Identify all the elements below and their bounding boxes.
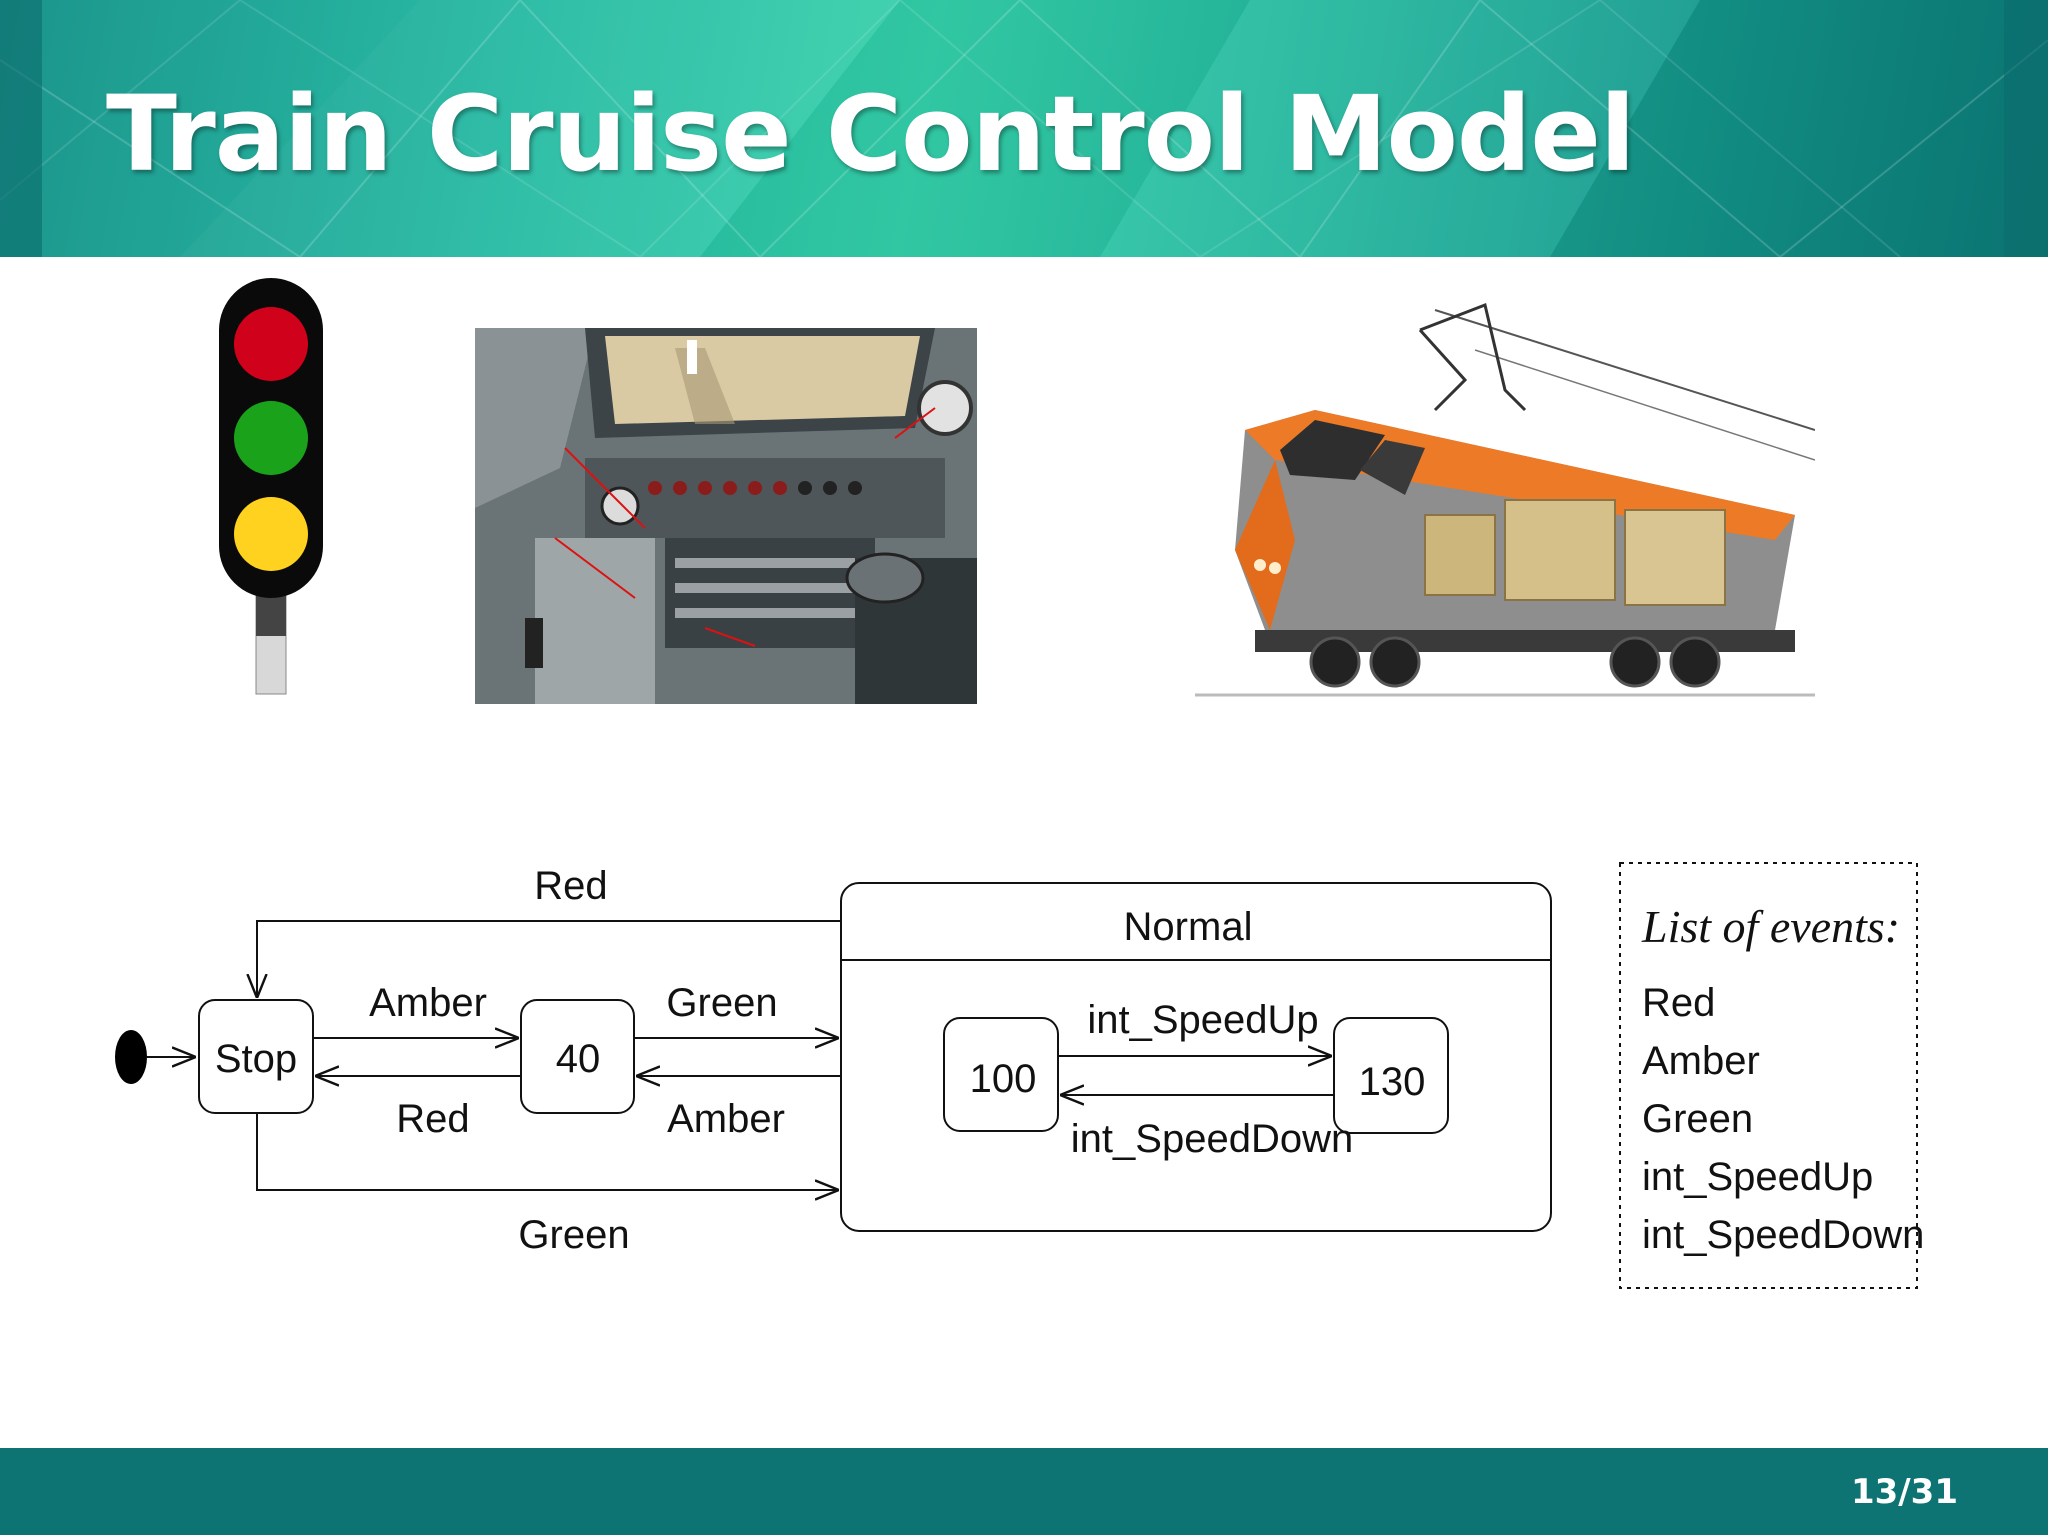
- transition-stop-to-40: Amber: [313, 981, 519, 1038]
- transition-stop-to-normal: Green: [256, 1113, 839, 1257]
- state-100: 100: [943, 1017, 1059, 1132]
- svg-text:Red: Red: [396, 1097, 469, 1141]
- event-item: Red: [1642, 981, 1715, 1025]
- red-light: [234, 307, 308, 381]
- svg-text:Green: Green: [518, 1213, 629, 1257]
- slide-footer: 13/31: [0, 1448, 2048, 1535]
- svg-text:Amber: Amber: [667, 1097, 785, 1141]
- events-list-box: List of events: Red Amber Green int_Spee…: [1619, 862, 1924, 1289]
- svg-text:int_SpeedDown: int_SpeedDown: [1071, 1117, 1353, 1161]
- slide-title: Train Cruise Control Model: [106, 73, 1636, 195]
- svg-text:int_SpeedUp: int_SpeedUp: [1087, 998, 1318, 1042]
- slide-header: Train Cruise Control Model: [0, 0, 2048, 257]
- transition-130-to-100: int_SpeedDown: [1060, 1095, 1353, 1161]
- event-item: Green: [1642, 1097, 1753, 1141]
- state-stop-label: Stop: [215, 1037, 297, 1081]
- state-chart: Stop 40 Normal 100 130 Amber Red Green A…: [115, 862, 1924, 1289]
- svg-text:Amber: Amber: [369, 981, 487, 1025]
- amber-light: [234, 497, 308, 571]
- svg-text:Green: Green: [666, 981, 777, 1025]
- header-background-pattern: [0, 0, 2048, 257]
- events-list-title: List of events:: [1641, 901, 1900, 952]
- state-130-label: 130: [1359, 1060, 1426, 1104]
- event-item: Amber: [1642, 1039, 1760, 1083]
- state-normal-label: Normal: [1124, 905, 1253, 949]
- state-40-label: 40: [556, 1037, 601, 1081]
- train-cab-photo: [475, 328, 977, 704]
- transition-100-to-130: int_SpeedUp: [1058, 998, 1332, 1056]
- event-item: int_SpeedUp: [1642, 1155, 1873, 1199]
- state-100-label: 100: [970, 1057, 1037, 1101]
- state-stop: Stop: [198, 999, 314, 1114]
- transition-normal-to-40: Amber: [636, 1076, 841, 1141]
- transition-40-to-stop: Red: [315, 1076, 521, 1141]
- state-130: 130: [1333, 1017, 1449, 1134]
- locomotive-illustration: [1175, 300, 1815, 720]
- event-item: int_SpeedDown: [1642, 1213, 1924, 1257]
- page-number: 13/31: [1850, 1472, 1958, 1512]
- green-light: [234, 401, 308, 475]
- state-40: 40: [520, 999, 635, 1114]
- transition-40-to-normal: Green: [634, 981, 839, 1038]
- svg-text:Red: Red: [534, 864, 607, 908]
- transition-normal-to-stop: Red: [257, 864, 841, 998]
- initial-state-dot: [115, 1030, 147, 1084]
- traffic-light-image: [219, 278, 323, 695]
